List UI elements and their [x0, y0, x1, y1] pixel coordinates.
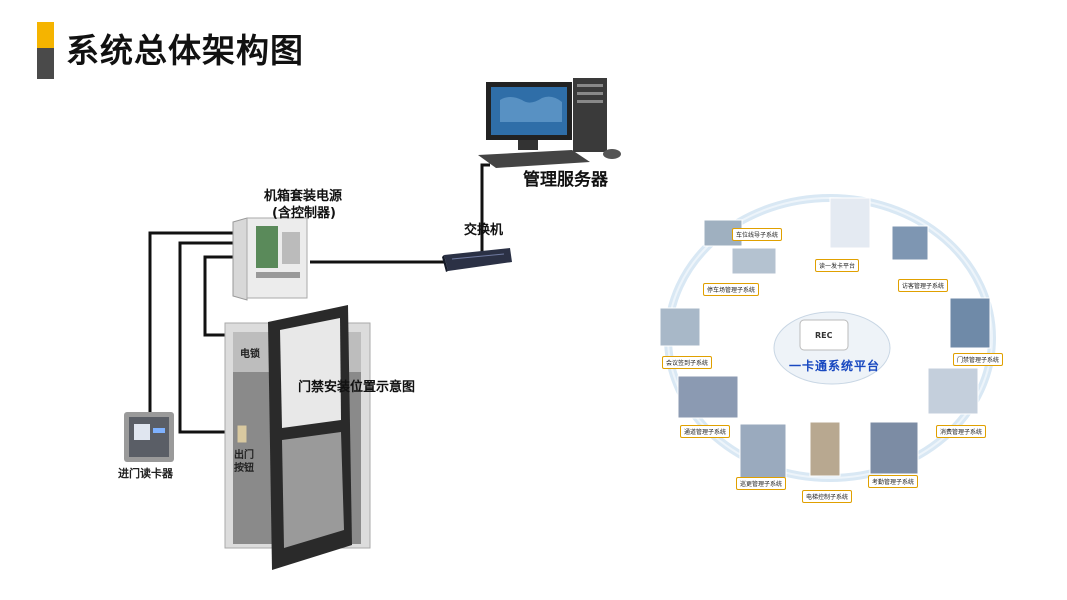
power-box-sublabel: (含控制器) [272, 202, 336, 221]
exit-button-label-2: 按钮 [234, 459, 254, 474]
access-control-diagram [0, 0, 650, 600]
power-box [233, 218, 307, 300]
one-card-ring-diagram: REC [640, 180, 1060, 520]
network-switch [442, 248, 512, 272]
reader-cable [150, 233, 235, 412]
exit-button [237, 425, 247, 443]
door-leaf [268, 305, 352, 570]
door-diagram-label: 门禁安装位置示意图 [298, 376, 415, 395]
server-switch-cable [482, 165, 490, 196]
electric-lock-label: 电锁 [240, 345, 260, 360]
ring-item-consumption: 消费管理子系统 [936, 425, 986, 438]
ring-item-attendance: 考勤管理子系统 [868, 475, 918, 488]
ring-item-channel: 通道管理子系统 [680, 425, 730, 438]
switch-label: 交换机 [464, 219, 503, 238]
server-label: 管理服务器 [523, 165, 608, 190]
card-reader-label: 进门读卡器 [118, 465, 173, 481]
ic-card-text: REC [815, 331, 833, 340]
ring-center-text: 一卡通系统平台 [789, 357, 880, 374]
ring-item-parking: 停车场管理子系统 [703, 283, 759, 296]
server-computer [478, 78, 621, 168]
ring-item-meeting: 会议签到子系统 [662, 356, 712, 369]
ring-item-access: 门禁管理子系统 [953, 353, 1003, 366]
ring-item-parking-guidance: 车位线导子系统 [732, 228, 782, 241]
ring-item-elevator: 电梯控制子系统 [802, 490, 852, 503]
card-reader [124, 412, 174, 462]
ring-item-card-issuing: 读一发卡平台 [815, 259, 859, 272]
ring-item-visitor: 访客管理子系统 [898, 279, 948, 292]
ring-item-patrol: 巡更管理子系统 [736, 477, 786, 490]
